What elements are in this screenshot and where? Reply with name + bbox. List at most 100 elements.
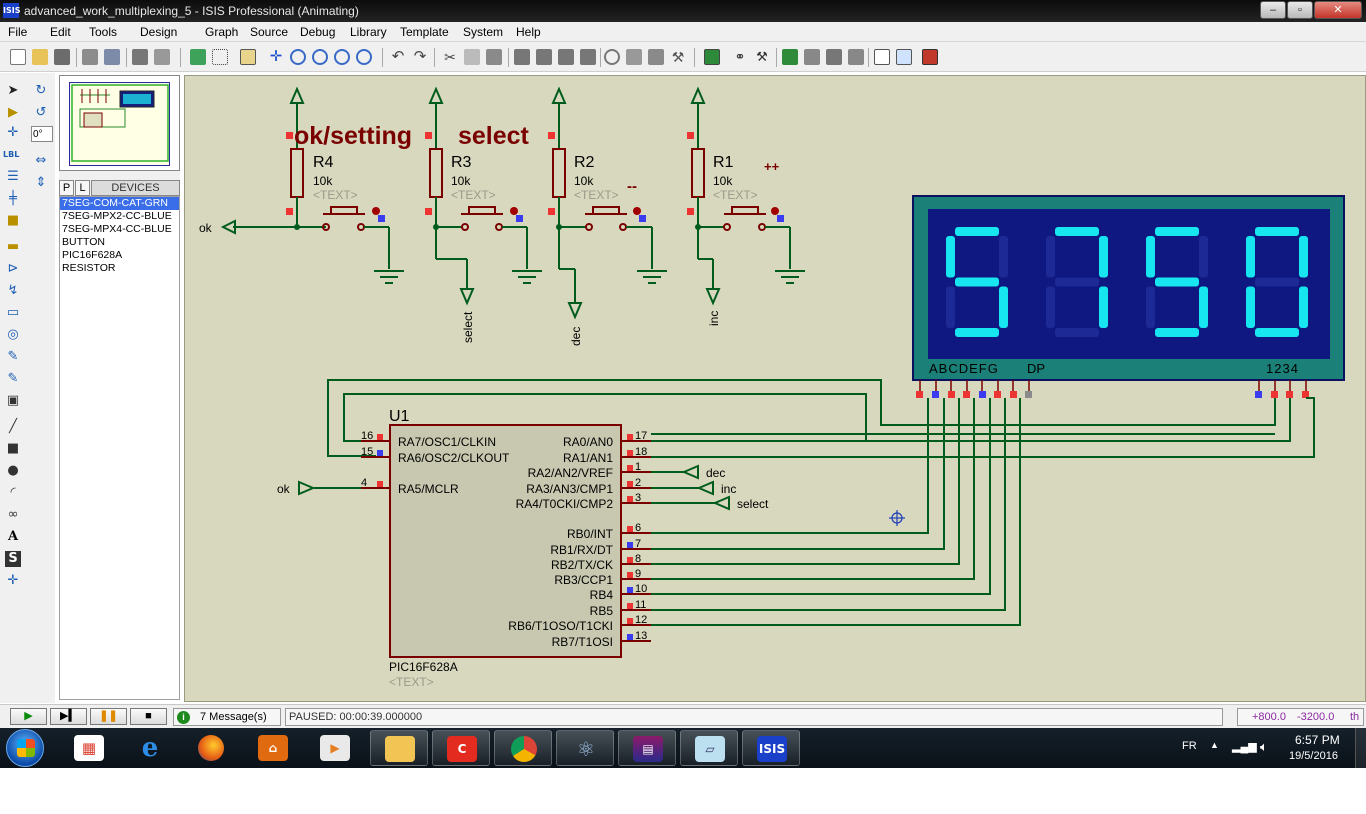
redraw-icon[interactable] (190, 49, 206, 65)
taskbar-app-launcher[interactable]: ▦ (60, 730, 118, 766)
save-icon[interactable] (54, 49, 70, 65)
play-button[interactable]: ▶ (10, 708, 47, 725)
line-tool-icon[interactable]: ╱ (9, 419, 17, 434)
start-button[interactable] (6, 729, 44, 767)
box-tool-icon[interactable]: ■ (6, 441, 20, 456)
button-actuator-dot[interactable] (510, 207, 518, 215)
menu-template[interactable]: Template (400, 25, 449, 39)
make-device-icon[interactable] (626, 49, 642, 65)
taskbar-chrome[interactable] (494, 730, 552, 766)
library-manager-tab[interactable]: L (75, 180, 90, 196)
arc-tool-icon[interactable]: ◜ (10, 485, 16, 500)
paste-icon[interactable] (486, 49, 502, 65)
current-probe-icon[interactable]: ✎ (7, 371, 19, 386)
mirror-horizontal-icon[interactable]: ⇔ (35, 153, 47, 168)
package-tool-icon[interactable] (648, 49, 664, 65)
tray-expand-icon[interactable]: ▲ (1210, 740, 1219, 750)
menu-tools[interactable]: Tools (89, 25, 118, 39)
schematic-drawing[interactable]: ok/setting select -- ++ R4 10k <TEXT> R3… (185, 76, 1366, 703)
print-icon[interactable] (132, 49, 148, 65)
rotate-clockwise-icon[interactable]: ↻ (35, 83, 47, 98)
voltage-probe-icon[interactable]: ✎ (7, 349, 19, 364)
tape-recorder-icon[interactable]: ▭ (6, 305, 20, 320)
device-list-item[interactable]: 7SEG-MPX2-CC-BLUE (62, 210, 172, 222)
menu-source[interactable]: Source (250, 25, 289, 39)
new-file-icon[interactable] (10, 49, 26, 65)
menu-debug[interactable]: Debug (300, 25, 336, 39)
zoom-all-icon[interactable] (334, 49, 350, 65)
button-r3-group[interactable] (425, 86, 542, 306)
taskbar-media-player[interactable]: ▶ (306, 730, 364, 766)
menu-file[interactable]: File (8, 25, 28, 39)
block-rotate-icon[interactable] (558, 49, 574, 65)
maximize-button[interactable]: ▫ (1287, 1, 1313, 19)
device-list-item[interactable]: BUTTON (62, 236, 105, 248)
property-tool-icon[interactable]: ⚒ (756, 49, 768, 64)
overview-viewport[interactable] (69, 82, 170, 166)
remove-sheet-icon[interactable] (804, 49, 820, 65)
zoom-out-icon[interactable] (312, 49, 328, 65)
rotation-angle-input[interactable] (31, 126, 53, 142)
generator-icon[interactable]: ◎ (7, 327, 19, 342)
exit-parent-icon[interactable] (848, 49, 864, 65)
device-list-item[interactable]: 7SEG-COM-CAT-GRN (60, 197, 179, 210)
taskbar-internet-explorer[interactable]: e (121, 730, 179, 766)
graph-mode-icon[interactable]: ↯ (7, 283, 19, 298)
text-tool-icon[interactable]: A (7, 529, 19, 544)
button-actuator-dot[interactable] (372, 207, 380, 215)
grid-icon[interactable] (212, 49, 228, 65)
device-list-item[interactable]: PIC16F628A (62, 249, 123, 261)
terminals-icon[interactable]: ▬ (6, 239, 20, 254)
button-r1-group[interactable] (687, 86, 805, 306)
messages-status[interactable]: i 7 Message(s) (173, 708, 281, 726)
taskbar-notes[interactable]: ▱ (680, 730, 738, 766)
rotate-anticlockwise-icon[interactable]: ↺ (35, 105, 47, 120)
circle-tool-icon[interactable]: ● (7, 463, 19, 478)
export-icon[interactable] (104, 49, 120, 65)
language-indicator[interactable]: FR (1182, 740, 1197, 752)
button-r4-group[interactable] (220, 86, 404, 284)
taskbar-file-explorer[interactable] (370, 730, 428, 766)
origin-icon[interactable] (240, 49, 256, 65)
overview-window[interactable] (59, 75, 180, 171)
menu-graph[interactable]: Graph (205, 25, 239, 39)
volume-icon[interactable]: 🔈︎ (1260, 739, 1268, 754)
taskbar-ccleaner[interactable]: C (432, 730, 490, 766)
wire-label-icon[interactable]: LBL (3, 150, 20, 159)
menu-system[interactable]: System (463, 25, 504, 39)
device-list-item[interactable]: RESISTOR (62, 262, 116, 274)
step-button[interactable]: ▶▍ (50, 708, 87, 725)
print-area-icon[interactable] (154, 49, 170, 65)
menu-help[interactable]: Help (516, 25, 541, 39)
schematic-editing-window[interactable]: ok/setting select -- ++ R4 10k <TEXT> R3… (184, 75, 1366, 702)
stop-button[interactable]: ■ (130, 708, 167, 725)
redo-icon[interactable]: ↷ (413, 48, 427, 65)
copy-icon[interactable] (464, 49, 480, 65)
block-copy-icon[interactable] (514, 49, 530, 65)
symbol-tool-icon[interactable]: S (5, 551, 21, 567)
electrical-rule-check-icon[interactable] (896, 49, 912, 65)
button-actuator-dot[interactable] (633, 207, 641, 215)
pan-icon[interactable]: ✛ (269, 48, 283, 65)
device-pins-icon[interactable]: ⊳ (7, 261, 19, 276)
cut-icon[interactable]: ✂ (444, 49, 456, 65)
clock-date[interactable]: 19/5/2016 (1289, 750, 1338, 762)
buses-icon[interactable]: ╪ (9, 191, 17, 206)
show-desktop-button[interactable] (1355, 728, 1366, 768)
path-tool-icon[interactable]: ∞ (7, 507, 19, 522)
menu-edit[interactable]: Edit (50, 25, 71, 39)
mirror-vertical-icon[interactable]: ⇕ (35, 175, 47, 190)
wire-autorouter-icon[interactable] (704, 49, 720, 65)
selection-mode-icon[interactable]: ➤ (7, 83, 19, 98)
virtual-instruments-icon[interactable]: ▣ (6, 393, 20, 408)
close-button[interactable]: ✕ (1314, 1, 1362, 19)
bill-of-materials-icon[interactable] (874, 49, 890, 65)
zoom-to-child-icon[interactable] (826, 49, 842, 65)
decompose-icon[interactable]: ⚒ (671, 49, 685, 65)
seven-segment-display[interactable]: ABCDEFG DP 1234 (912, 195, 1345, 398)
block-delete-icon[interactable] (580, 49, 596, 65)
marker-tool-icon[interactable]: ✛ (7, 573, 19, 588)
pick-device-icon[interactable] (604, 49, 620, 65)
import-icon[interactable] (82, 49, 98, 65)
